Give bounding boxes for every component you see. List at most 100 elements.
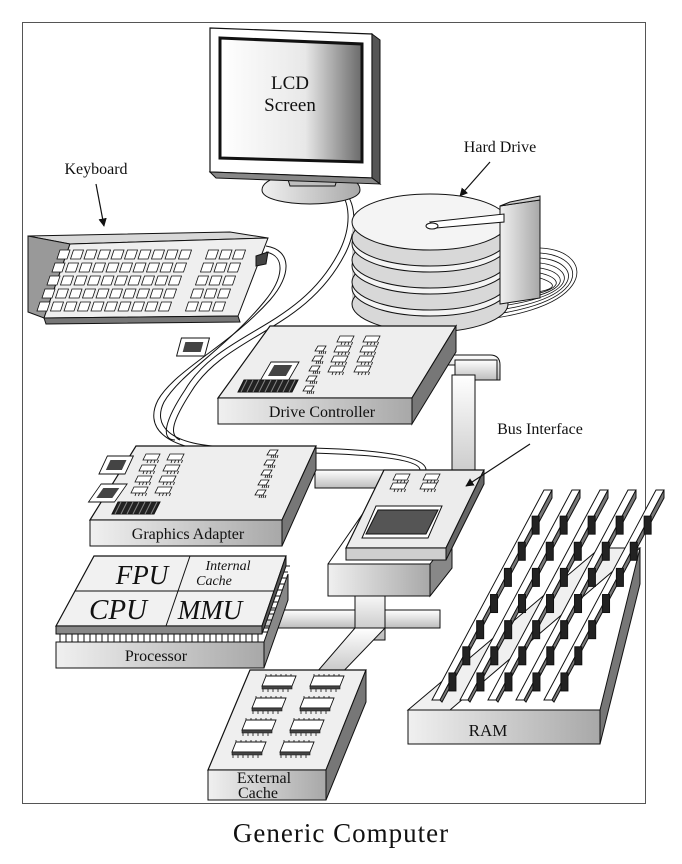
lcd-label-line2: Screen bbox=[264, 95, 316, 116]
fpu-label: FPU bbox=[115, 560, 170, 590]
chip bbox=[260, 469, 273, 476]
key bbox=[59, 275, 75, 286]
ram-chip bbox=[546, 646, 555, 666]
key bbox=[96, 249, 112, 260]
key bbox=[41, 288, 56, 299]
key bbox=[154, 275, 169, 286]
ram-chip bbox=[518, 646, 527, 666]
key bbox=[208, 275, 223, 286]
key bbox=[63, 301, 78, 312]
cpu-label: CPU bbox=[89, 594, 149, 626]
ram: RAM bbox=[406, 489, 665, 745]
cache-chip bbox=[299, 697, 335, 709]
key bbox=[90, 301, 105, 312]
keyboard: Keyboard bbox=[27, 161, 269, 325]
external-cache-label-line2: Cache bbox=[238, 785, 278, 802]
ram-chip bbox=[643, 515, 652, 535]
chip bbox=[314, 345, 327, 352]
mmu-label: MMU bbox=[177, 595, 244, 625]
cache-chip bbox=[279, 741, 315, 753]
external-cache: External Cache bbox=[207, 669, 367, 802]
key bbox=[76, 301, 92, 312]
ram-chip bbox=[490, 594, 499, 614]
hard-drive-label: Hard Drive bbox=[464, 139, 536, 156]
key bbox=[127, 275, 142, 286]
key bbox=[68, 288, 83, 299]
key bbox=[49, 301, 65, 312]
ram-chip bbox=[504, 620, 513, 640]
lcd-label-line1: LCD bbox=[271, 73, 309, 94]
cache-chip bbox=[251, 697, 287, 709]
ram-chip bbox=[545, 541, 554, 561]
ram-chip bbox=[531, 567, 540, 587]
ram-label: RAM bbox=[469, 721, 508, 740]
key bbox=[137, 249, 152, 260]
ram-chip bbox=[532, 620, 541, 640]
key bbox=[117, 301, 132, 312]
key bbox=[103, 301, 119, 312]
chip bbox=[389, 482, 408, 490]
chip bbox=[263, 459, 276, 466]
ram-chip bbox=[587, 515, 596, 535]
graphics-adapter-label: Graphics Adapter bbox=[132, 526, 245, 543]
ram-chip bbox=[560, 672, 569, 692]
ram-chip bbox=[476, 620, 485, 640]
key bbox=[130, 301, 146, 312]
key bbox=[81, 288, 97, 299]
chip bbox=[311, 355, 324, 362]
key bbox=[123, 249, 139, 260]
chip bbox=[392, 473, 411, 481]
key bbox=[86, 275, 102, 286]
screen-cable bbox=[165, 189, 349, 441]
key bbox=[177, 249, 193, 260]
key bbox=[100, 275, 115, 286]
chip bbox=[154, 486, 173, 494]
ram-chip bbox=[448, 672, 457, 692]
ram-chip bbox=[504, 672, 513, 692]
chip bbox=[308, 365, 321, 372]
chip bbox=[359, 345, 378, 353]
ram-chip bbox=[559, 567, 568, 587]
key bbox=[132, 262, 147, 273]
keyboard-keys bbox=[36, 249, 247, 312]
ram-chip bbox=[532, 672, 541, 692]
ram-chip bbox=[503, 567, 512, 587]
chip bbox=[130, 486, 149, 494]
key bbox=[221, 275, 237, 286]
chip bbox=[138, 464, 157, 472]
key bbox=[218, 249, 233, 260]
key bbox=[69, 249, 85, 260]
ram-chip bbox=[629, 541, 638, 561]
cache-chip bbox=[289, 719, 325, 731]
key bbox=[157, 301, 173, 312]
chip bbox=[422, 473, 441, 481]
key bbox=[194, 275, 210, 286]
chip bbox=[330, 355, 349, 363]
key bbox=[167, 275, 183, 286]
key bbox=[150, 249, 166, 260]
chip bbox=[353, 365, 372, 373]
ram-chip bbox=[588, 620, 597, 640]
key bbox=[105, 262, 120, 273]
key bbox=[91, 262, 107, 273]
hard-drive: Hard Drive bbox=[351, 139, 541, 333]
key bbox=[172, 262, 188, 273]
key bbox=[73, 275, 88, 286]
chip bbox=[356, 355, 375, 363]
chip bbox=[162, 464, 181, 472]
cache-chip bbox=[261, 675, 297, 687]
key bbox=[64, 262, 80, 273]
ram-chip bbox=[574, 646, 583, 666]
key bbox=[211, 301, 227, 312]
chip bbox=[266, 449, 279, 456]
key bbox=[118, 262, 134, 273]
key bbox=[204, 249, 220, 260]
key bbox=[189, 288, 205, 299]
chip bbox=[302, 385, 315, 392]
key bbox=[122, 288, 137, 299]
key bbox=[110, 249, 125, 260]
key bbox=[198, 301, 213, 312]
chip bbox=[257, 479, 270, 486]
key bbox=[78, 262, 93, 273]
chip bbox=[254, 489, 267, 496]
